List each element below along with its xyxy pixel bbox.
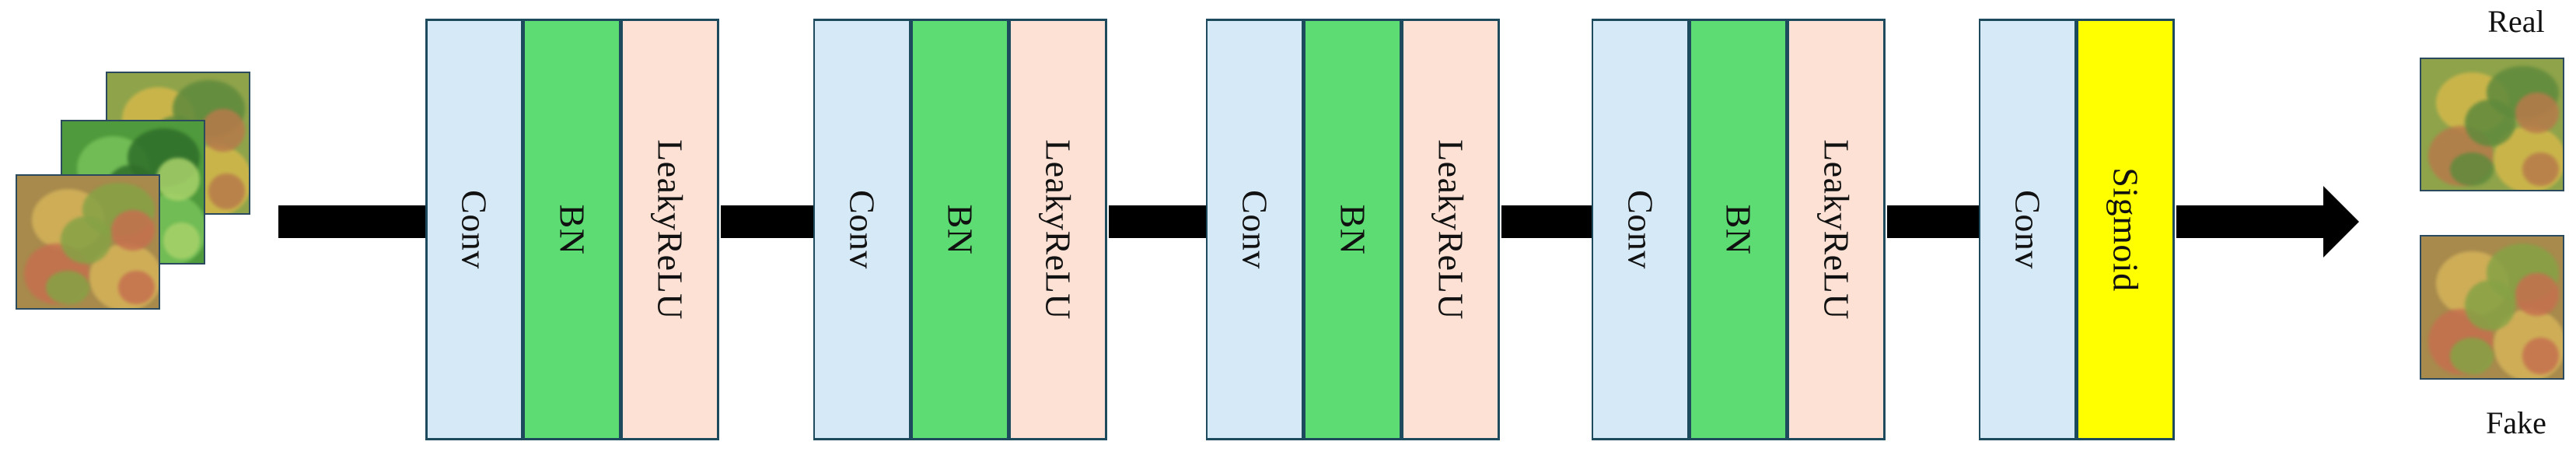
block-4-bn-layer: BN	[1690, 19, 1788, 440]
block-5-sig-layer: Sigmoid	[2077, 19, 2175, 440]
block-4-act-layer: LeakyReLU	[1788, 19, 1886, 440]
block-1-conv-layer: Conv	[425, 19, 523, 440]
block-2-act-layer: LeakyReLU	[1009, 19, 1107, 440]
arrow-segment-input	[278, 205, 425, 238]
block-5-conv-label: Conv	[2008, 190, 2047, 269]
arrow-segment-1	[721, 205, 813, 238]
block-3-conv-layer: Conv	[1206, 19, 1304, 440]
block-4-conv-layer: Conv	[1592, 19, 1690, 440]
arrow-segment-3	[1501, 205, 1592, 238]
arrow-segment-4	[1887, 205, 1979, 238]
block-2-conv-layer: Conv	[813, 19, 911, 440]
block-3-bn-label: BN	[1333, 204, 1372, 255]
block-1-conv-label: Conv	[454, 190, 495, 269]
block-1-bn-label: BN	[552, 204, 592, 255]
block-2-act-label: LeakyReLU	[1038, 139, 1078, 320]
block-1-act-label: LeakyReLU	[650, 139, 690, 320]
block-3-act-label: LeakyReLU	[1431, 139, 1470, 320]
fake-leaf-image	[2420, 235, 2564, 380]
block-4-conv-label: Conv	[1620, 190, 1660, 269]
block-1-bn-layer: BN	[523, 19, 621, 440]
real-leaf-image	[2420, 58, 2564, 191]
fake-label: Fake	[2486, 405, 2546, 440]
block-3-act-layer: LeakyReLU	[1402, 19, 1500, 440]
arrow-head	[2323, 186, 2359, 258]
block-4-act-label: LeakyReLU	[1816, 139, 1856, 320]
arrow-segment-2	[1109, 205, 1206, 238]
real-label: Real	[2487, 4, 2545, 39]
arrow-segment-output	[2176, 205, 2325, 238]
block-2-bn-label: BN	[940, 204, 980, 255]
block-2-bn-layer: BN	[911, 19, 1009, 440]
block-3-conv-label: Conv	[1235, 190, 1274, 269]
block-3-bn-layer: BN	[1304, 19, 1402, 440]
block-1-act-layer: LeakyReLU	[621, 19, 719, 440]
block-5-sig-label: Sigmoid	[2106, 167, 2145, 292]
block-4-bn-label: BN	[1718, 204, 1758, 255]
input-leaf-image-front	[16, 174, 160, 310]
block-5-conv-layer: Conv	[1979, 19, 2077, 440]
block-2-conv-label: Conv	[842, 190, 882, 269]
